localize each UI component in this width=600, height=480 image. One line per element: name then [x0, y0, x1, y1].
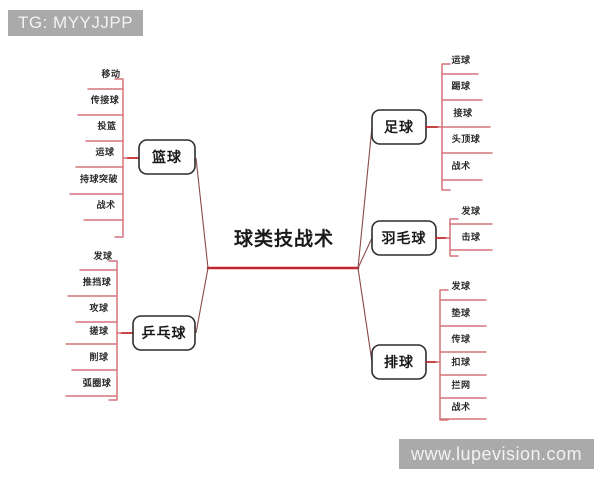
- node-football[interactable]: 足球: [371, 109, 427, 145]
- branch-line-badminton: [357, 237, 373, 269]
- center-node[interactable]: 球类技战术: [234, 227, 334, 250]
- branch-line-football: [357, 126, 373, 269]
- leaf-label: 传接球: [90, 94, 120, 106]
- node-box-basketball: [138, 139, 196, 175]
- node-label-badminton: 羽毛球: [382, 230, 427, 247]
- node-table-tennis[interactable]: 乒乓球: [132, 315, 196, 351]
- node-basketball[interactable]: 篮球: [138, 139, 196, 175]
- bracket-table-tennis: [108, 260, 118, 401]
- leaf-label: 推挡球: [83, 276, 112, 288]
- leaf-label: 垫球: [451, 307, 471, 319]
- node-badminton[interactable]: 羽毛球: [371, 220, 437, 256]
- leaf-label: 战术: [96, 199, 115, 211]
- node-label-volleyball: 排球: [384, 354, 414, 371]
- watermark-bottom-right: www.lupevision.com: [399, 439, 595, 469]
- leaf-label: 削球: [89, 351, 109, 363]
- leaf-label: 持球突破: [80, 173, 119, 185]
- center-node-label: 球类技战术: [234, 227, 334, 250]
- leaf-label: 搓球: [89, 325, 109, 337]
- branch-line-table-tennis: [195, 267, 209, 334]
- leaf-label: 接球: [453, 107, 473, 119]
- leaf-label: 传球: [450, 333, 471, 345]
- branch-group-football: 足球 运球 踢球 接球 头顶球 战术: [371, 54, 493, 191]
- leaf-label: 发球: [450, 280, 471, 292]
- leaf-label: 战术: [451, 160, 470, 172]
- branch-group-basketball: 移动 传接球 投篮 运球 持球突破 战术 篮球: [69, 68, 196, 238]
- leaf-label: 运球: [95, 146, 115, 158]
- node-box-table-tennis: [132, 315, 196, 351]
- leaf-label: 踢球: [451, 80, 471, 92]
- node-label-football: 足球: [384, 119, 414, 136]
- leaf-label: 发球: [92, 250, 113, 262]
- leaf-label: 发球: [460, 205, 481, 217]
- watermark-top-left: TG: MYYJJPP: [8, 10, 144, 36]
- leaf-label: 头顶球: [452, 133, 481, 145]
- leaf-label: 投篮: [97, 120, 116, 132]
- branch-group-volleyball: 排球 发球 垫球 传球 扣球 拦网 战术: [371, 280, 487, 421]
- branch-group-badminton: 羽毛球 发球 击球: [371, 205, 493, 257]
- node-volleyball[interactable]: 排球: [371, 344, 427, 380]
- leaf-label: 运球: [451, 54, 471, 66]
- bracket-volleyball: [439, 289, 449, 421]
- leaf-label: 弧圈球: [83, 377, 112, 389]
- branch-line-volleyball: [357, 267, 373, 363]
- leaf-label: 击球: [461, 231, 481, 243]
- branch-group-table-tennis: 发球 推挡球 攻球 搓球 削球 弧圈球 乒乓球: [65, 250, 196, 401]
- leaf-label: 拦网: [451, 379, 470, 391]
- leaf-label: 战术: [451, 401, 470, 413]
- node-label-basketball: 篮球: [151, 149, 182, 166]
- node-label-table-tennis: 乒乓球: [142, 325, 187, 342]
- branch-line-basketball: [195, 157, 209, 269]
- leaf-label: 攻球: [89, 302, 109, 314]
- leaf-label: 扣球: [451, 356, 471, 368]
- leaf-label: 移动: [101, 68, 120, 80]
